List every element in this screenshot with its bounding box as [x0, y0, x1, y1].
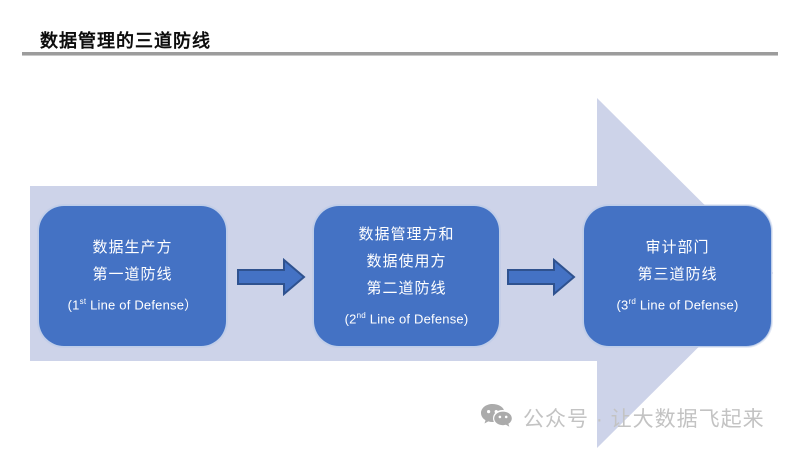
box2-defense-label: 第二道防线	[366, 279, 447, 297]
defense-box-1: 数据生产方 第一道防线 (1st Line of Defense）	[38, 205, 227, 347]
connector-arrow-1	[237, 258, 306, 296]
title-divider	[22, 52, 778, 56]
box1-english-label: (1st Line of Defense）	[67, 297, 198, 313]
box2-role-label-2: 数据使用方	[366, 252, 447, 270]
box1-defense-label: 第一道防线	[92, 266, 173, 284]
watermark: 公众号 · 让大数据飞起来	[480, 401, 765, 435]
box3-english-label: (3rd Line of Defense)	[616, 297, 739, 313]
defense-box-2: 数据管理方和 数据使用方 第二道防线 (2nd Line of Defense)	[313, 205, 500, 347]
box1-role-label: 数据生产方	[92, 239, 173, 257]
connector-arrow-2	[507, 258, 576, 296]
page-title: 数据管理的三道防线	[40, 31, 211, 51]
box3-defense-label: 第三道防线	[637, 266, 718, 284]
box2-role-label-1: 数据管理方和	[358, 225, 455, 243]
box2-english-label: (2nd Line of Defense)	[344, 310, 469, 327]
right-arrow-icon	[507, 258, 576, 296]
defense-box-3: 审计部门 第三道防线 (3rd Line of Defense)	[583, 205, 772, 347]
right-arrow-icon	[237, 258, 306, 296]
wechat-icon	[481, 404, 512, 427]
watermark-text: 公众号 · 让大数据飞起来	[523, 408, 765, 431]
box3-role-label: 审计部门	[645, 239, 710, 257]
